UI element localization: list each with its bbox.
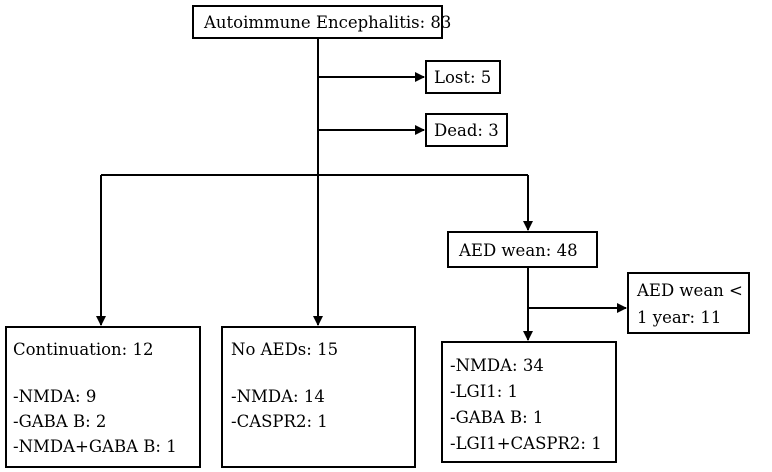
dead-node: Dead: 3 bbox=[425, 113, 508, 147]
wean-breakdown-node: -NMDA: 34 -LGI1: 1 -GABA B: 1 -LGI1+CASP… bbox=[441, 341, 617, 463]
aed-wean-lt1-node: AED wean < 1 year: 11 bbox=[627, 272, 750, 334]
dead-label: Dead: 3 bbox=[434, 121, 499, 140]
no-aeds-node: No AEDs: 15 -NMDA: 14 -CASPR2: 1 bbox=[221, 326, 416, 468]
no-aeds-title: No AEDs: 15 bbox=[231, 340, 339, 359]
lost-node: Lost: 5 bbox=[425, 60, 501, 94]
continuation-item: -NMDA+GABA B: 1 bbox=[13, 437, 177, 456]
continuation-item: -GABA B: 2 bbox=[13, 412, 107, 431]
wean-breakdown-item: -GABA B: 1 bbox=[450, 408, 544, 427]
aed-wean-label: AED wean: 48 bbox=[459, 241, 578, 260]
lost-label: Lost: 5 bbox=[434, 68, 492, 87]
no-aeds-item: -CASPR2: 1 bbox=[231, 412, 328, 431]
no-aeds-item: -NMDA: 14 bbox=[231, 387, 325, 406]
root-label: Autoimmune Encephalitis: 83 bbox=[204, 13, 452, 32]
aed-wean-node: AED wean: 48 bbox=[447, 231, 598, 268]
wean-breakdown-item: -NMDA: 34 bbox=[450, 356, 544, 375]
continuation-title: Continuation: 12 bbox=[13, 340, 154, 359]
continuation-item: -NMDA: 9 bbox=[13, 387, 97, 406]
continuation-node: Continuation: 12 -NMDA: 9 -GABA B: 2 -NM… bbox=[5, 326, 201, 468]
aed-wean-lt1-line2: 1 year: 11 bbox=[637, 308, 722, 327]
wean-breakdown-item: -LGI1: 1 bbox=[450, 382, 519, 401]
root-node: Autoimmune Encephalitis: 83 bbox=[192, 5, 451, 39]
wean-breakdown-item: -LGI1+CASPR2: 1 bbox=[450, 434, 602, 453]
aed-wean-lt1-line1: AED wean < bbox=[637, 281, 743, 300]
